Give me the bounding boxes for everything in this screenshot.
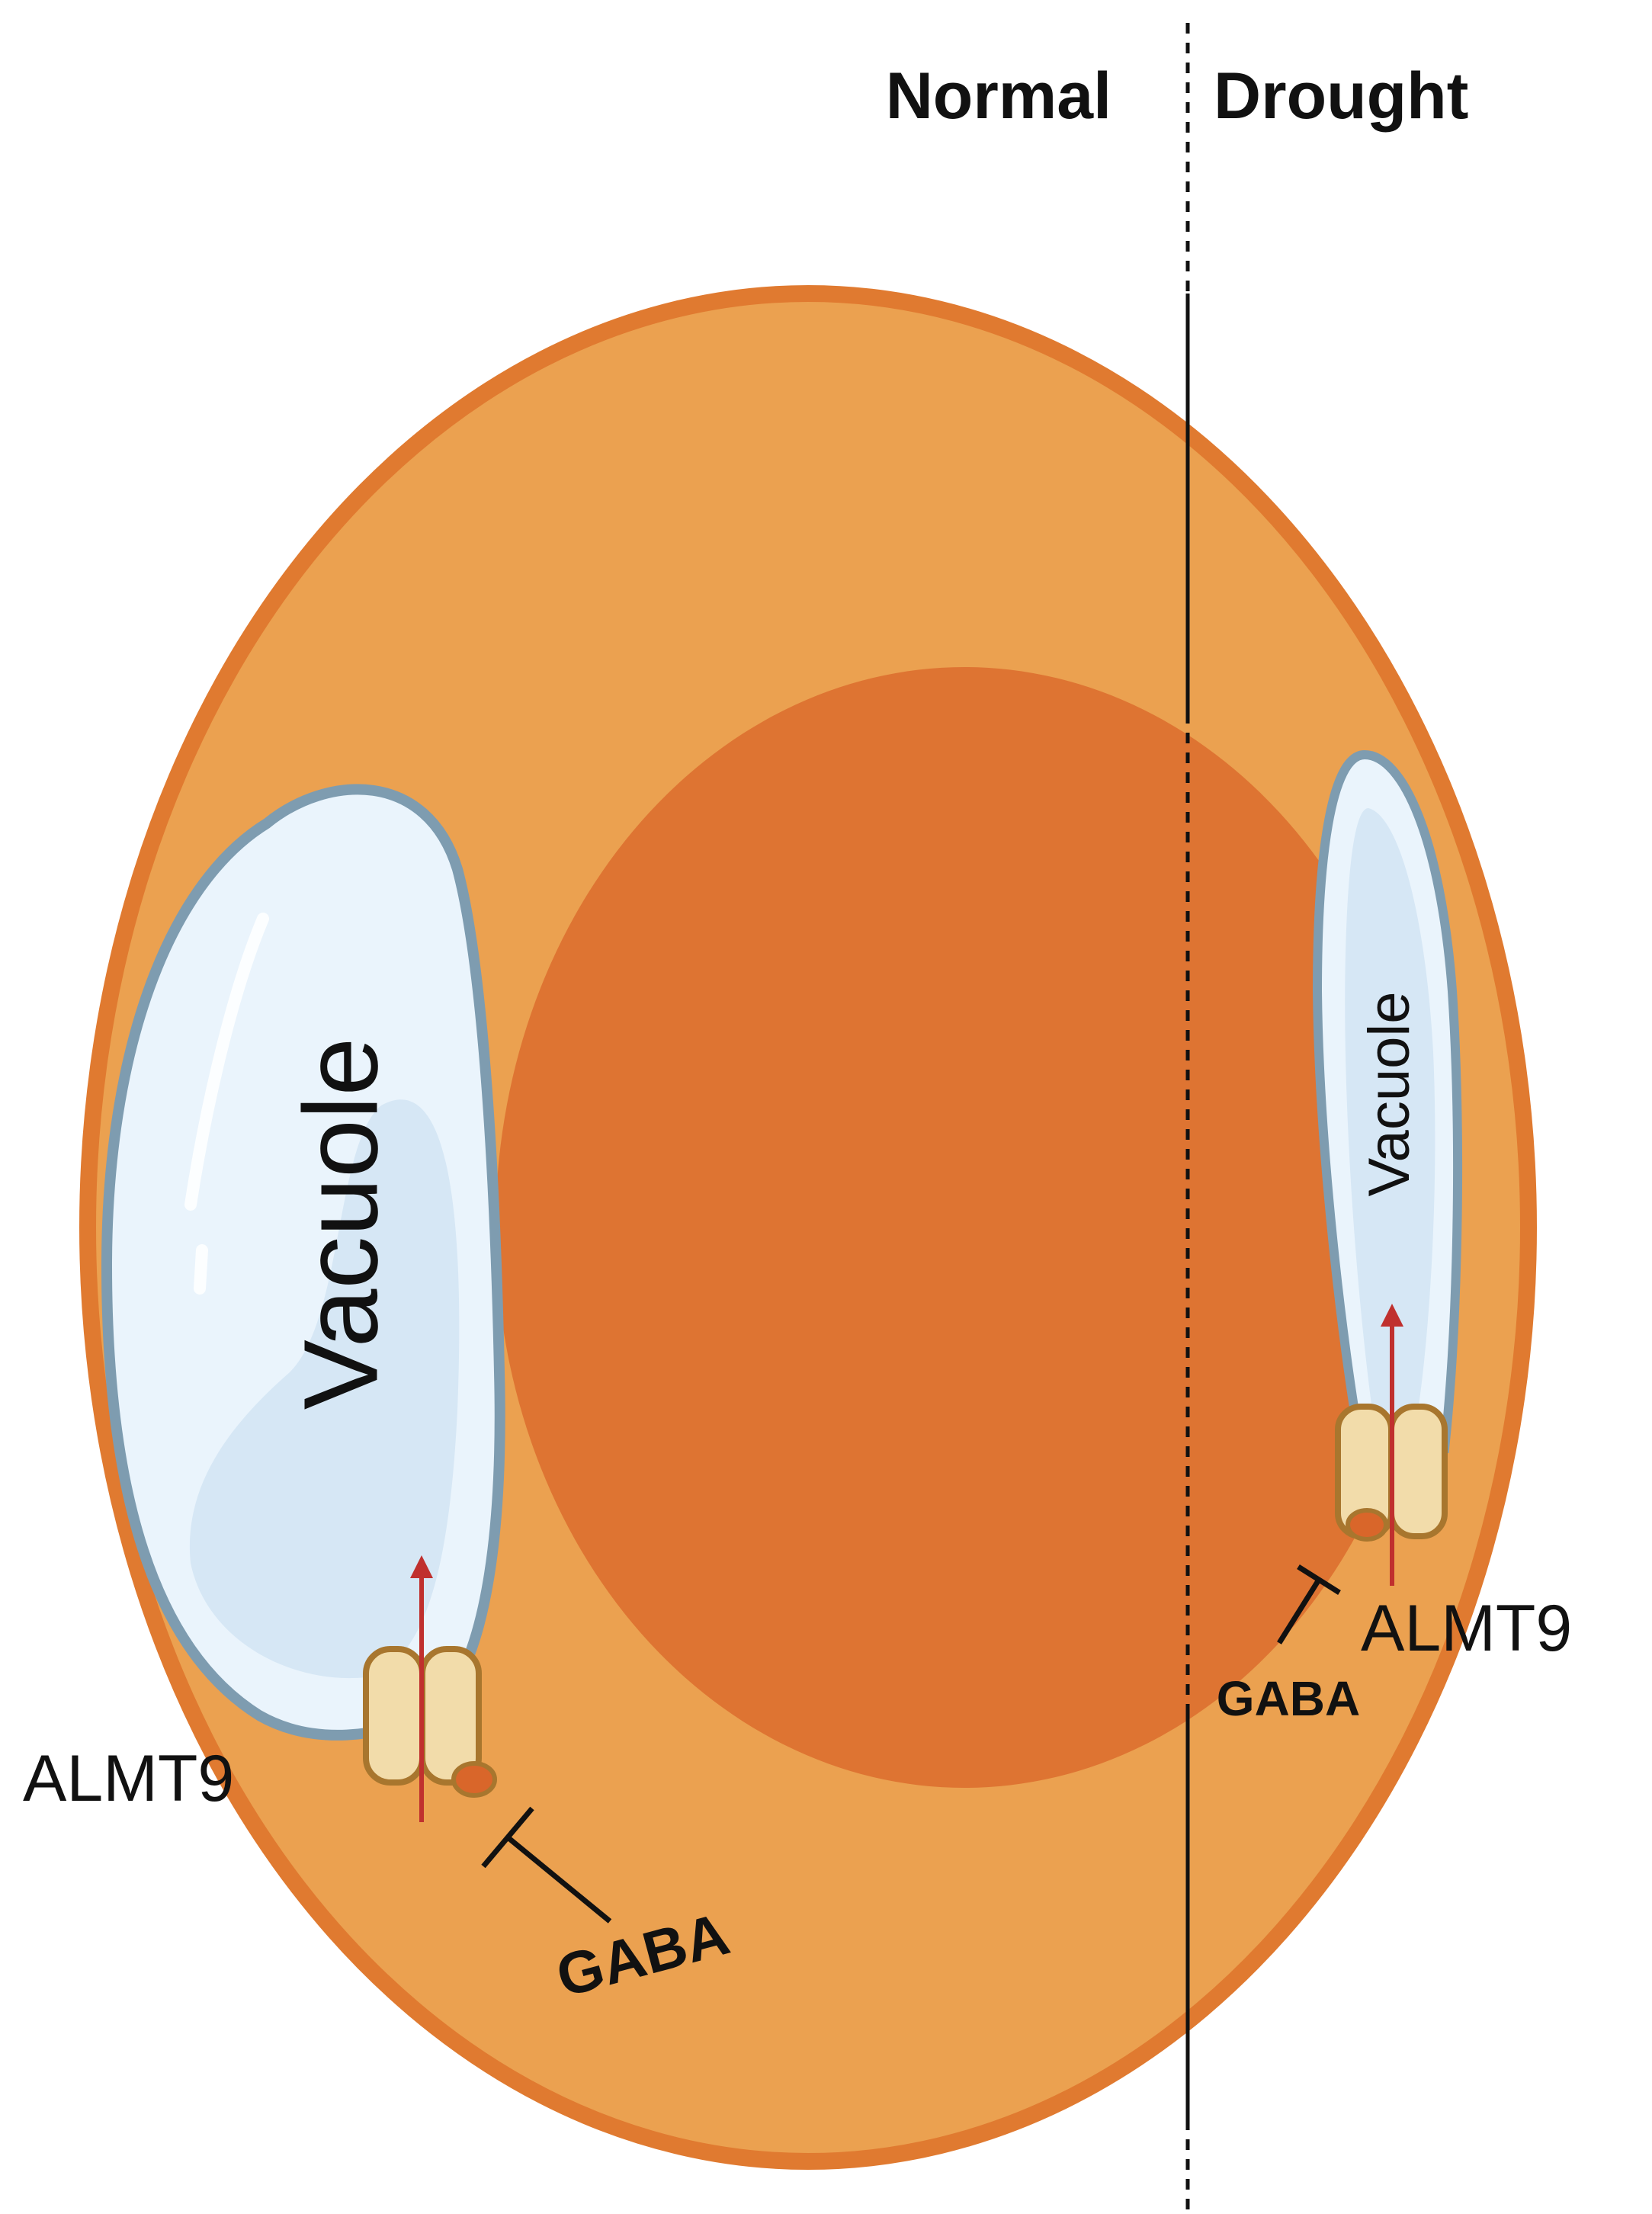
almt9-left-subunit-a bbox=[363, 1646, 425, 1786]
gaba-inhibition-left bbox=[481, 1806, 612, 1924]
gaba-inhibition-right bbox=[1277, 1564, 1341, 1644]
inhibition-bar-left bbox=[481, 1806, 534, 1869]
vacuole-left-shading bbox=[189, 1099, 460, 1679]
almt9-left-gaba-site bbox=[451, 1761, 497, 1798]
inhibition-line-right bbox=[1277, 1578, 1321, 1644]
nucleus bbox=[496, 667, 1433, 1788]
almt9-right-subunit-b bbox=[1388, 1404, 1448, 1539]
almt9-label-left: ALMT9 bbox=[23, 1742, 234, 1815]
vacuole-left bbox=[101, 784, 505, 1741]
vacuole-label-left: Vacuole bbox=[282, 1038, 399, 1410]
vacuole-right-shading bbox=[1345, 808, 1435, 1410]
gaba-label-right: GABA bbox=[1217, 1671, 1360, 1726]
almt9-label-right: ALMT9 bbox=[1361, 1592, 1572, 1665]
vacuole-left-highlight bbox=[184, 913, 269, 1211]
vacuole-left-highlight-2 bbox=[194, 1244, 208, 1295]
almt9-channel-left bbox=[363, 1555, 497, 1822]
almt9-right-gaba-site bbox=[1346, 1508, 1388, 1542]
inhibition-line-left bbox=[505, 1835, 612, 1924]
inhibition-bar-right bbox=[1297, 1564, 1341, 1595]
almt9-channel-right bbox=[1335, 1304, 1448, 1586]
vacuole-label-right: Vacuole bbox=[1357, 991, 1422, 1196]
condition-label-normal: Normal bbox=[886, 59, 1111, 133]
condition-label-drought: Drought bbox=[1214, 59, 1468, 133]
